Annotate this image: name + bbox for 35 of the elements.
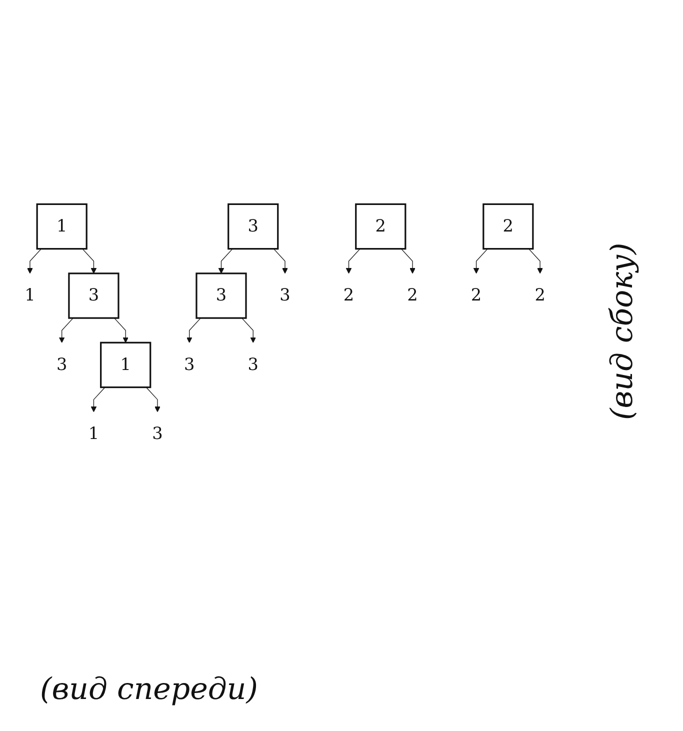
node-text: 3 — [248, 354, 258, 374]
node-text: 2 — [407, 285, 418, 305]
node-box — [196, 272, 247, 319]
arrow — [186, 317, 201, 343]
node-text: 3 — [184, 354, 195, 374]
node-box — [100, 341, 152, 388]
node-text: 3 — [152, 424, 163, 444]
view-caption: (вид спереди) — [40, 672, 258, 707]
node-text: 3 — [56, 354, 68, 374]
node-text: 1 — [88, 424, 100, 444]
node-box — [36, 203, 88, 250]
node-box — [355, 203, 406, 250]
arrow — [346, 248, 360, 274]
node-box — [482, 203, 534, 250]
arrow — [273, 248, 288, 274]
arrow — [59, 317, 74, 343]
diagram-drawing: 1 2 3 3 3 2 1 1 2 3 3 2 1 3 2 3 2 3 — [0, 198, 570, 462]
arrow — [90, 386, 106, 412]
node-box — [68, 272, 120, 319]
arrow — [27, 248, 42, 274]
node-text: 1 — [24, 285, 36, 305]
arrow — [146, 386, 160, 412]
node-text: 2 — [534, 285, 546, 305]
view-caption: (вид сбоку) — [605, 242, 640, 420]
arrow — [528, 248, 543, 274]
node-text: 2 — [343, 285, 354, 305]
arrow — [241, 317, 256, 343]
node-box — [228, 203, 279, 250]
arrow — [218, 248, 233, 274]
arrow — [82, 248, 97, 274]
arrow — [473, 248, 488, 274]
arrow — [400, 248, 416, 274]
node-text: 2 — [470, 285, 482, 305]
arrow — [114, 317, 128, 343]
node-text: 3 — [280, 285, 290, 305]
